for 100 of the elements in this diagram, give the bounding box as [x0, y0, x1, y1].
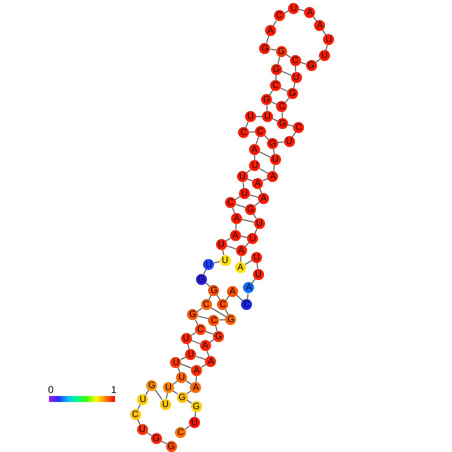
- nucleotide-circle: C: [241, 298, 252, 310]
- connector-line: [180, 364, 192, 369]
- nucleotide-circle: C: [274, 10, 285, 22]
- connector-line: [294, 66, 296, 72]
- nucleotide-circle: A: [252, 178, 264, 189]
- connector-line: [266, 104, 268, 112]
- nucleotide-circle: U: [160, 398, 171, 410]
- nucleotide-circle: A: [230, 230, 241, 240]
- connector-line: [196, 308, 202, 312]
- nucleotide-circle: G: [190, 400, 202, 412]
- connector-line: [218, 319, 226, 320]
- nucleotide-circle: C: [290, 55, 301, 66]
- nucleotide-circle: U: [252, 268, 264, 280]
- nucleotide-circle: A: [191, 364, 202, 376]
- nucleotide-circle: G: [267, 138, 278, 149]
- nucleotide-circle: G: [196, 274, 207, 285]
- scale-label: 1: [111, 386, 117, 396]
- connector-line: [284, 97, 290, 103]
- nucleotide-circle: A: [231, 212, 242, 224]
- nucleotide-circle: U: [290, 72, 302, 83]
- nucleotide-circle: U: [247, 233, 258, 244]
- connector-line: [249, 194, 259, 198]
- connector-line: [215, 324, 218, 332]
- connector-line: [184, 425, 190, 430]
- nucleotide-circle: C: [175, 426, 186, 438]
- nucleotide-circle: A: [226, 286, 238, 297]
- nucleotide-circle: C: [200, 299, 212, 310]
- nucleotide-circle: A: [236, 245, 247, 256]
- connector-line: [270, 48, 276, 51]
- connector-line: [277, 56, 280, 64]
- nucleotide-circle: G: [225, 314, 236, 326]
- connector-line: [242, 219, 254, 223]
- nucleotide-circle: G: [150, 433, 162, 444]
- connector-line: [235, 204, 246, 208]
- nucleotide-circle: C: [276, 101, 288, 112]
- connector-line: [248, 131, 256, 133]
- connector-line: [264, 135, 269, 140]
- nucleotide-circle: G: [276, 46, 287, 57]
- connector-line: [190, 340, 200, 344]
- connector-line: [137, 404, 141, 410]
- nucleotide-circle: C: [194, 324, 206, 336]
- nucleotide-circle: U: [284, 136, 295, 147]
- connector-line: [256, 136, 260, 144]
- connector-line: [198, 316, 210, 320]
- connector-line: [194, 319, 198, 326]
- connector-line: [235, 223, 237, 230]
- nucleotide-circle: G: [213, 330, 224, 342]
- connector-line: [232, 207, 236, 214]
- nucleotide-circle: G: [208, 284, 220, 296]
- nucleotide-circle: U: [170, 356, 182, 368]
- connector-line: [234, 196, 240, 200]
- connector-line: [242, 182, 244, 188]
- connector-line: [278, 141, 284, 144]
- nucleotide-circle: U: [249, 160, 260, 172]
- nucleotide-circle: A: [243, 282, 254, 294]
- nucleotide-circle: U: [239, 188, 250, 199]
- nucleotide-circle: G: [259, 42, 270, 54]
- connector-line: [259, 168, 269, 174]
- nucleotide-circle: U: [270, 154, 281, 166]
- nucleotide-circle: U: [176, 372, 188, 384]
- nucleotide-circle: A: [304, 6, 316, 18]
- connector-line: [206, 350, 210, 357]
- connector-line: [226, 245, 236, 250]
- connector-line: [281, 70, 292, 76]
- nucleotide-circle: U: [323, 34, 334, 46]
- nucleotide-circle: U: [254, 218, 265, 229]
- nucleotide-circle: C: [270, 80, 282, 92]
- nucleotide-circle: A: [205, 356, 216, 367]
- nucleotide-circle: U: [185, 348, 196, 360]
- nucleotide-circle: A: [267, 170, 278, 182]
- connector-line: [325, 44, 328, 52]
- nucleotide-circle: C: [130, 408, 141, 420]
- nucleotide-circle: U: [244, 111, 256, 122]
- nucleotide-circle: C: [293, 122, 304, 134]
- connector-line: [258, 151, 271, 158]
- connector-line: [275, 74, 277, 81]
- nucleotide-circle: A: [200, 340, 211, 352]
- connector-line: [225, 309, 229, 316]
- nucleotide-circle: U: [203, 258, 214, 270]
- nucleotide-circle: A: [248, 144, 260, 155]
- nucleotide-circle: G: [187, 309, 198, 320]
- nucleotide-circle: G: [244, 204, 256, 215]
- nucleotide-circle: G: [146, 380, 158, 391]
- connector-line: [210, 307, 227, 318]
- nucleotide-circle: G: [261, 94, 272, 106]
- connector-line: [240, 256, 242, 262]
- nucleotide-circle: C: [238, 126, 250, 138]
- nucleotide-circle: U: [188, 417, 200, 428]
- connector-line: [187, 343, 190, 350]
- nucleotide-circle: G: [306, 60, 317, 72]
- nucleotide-circle: C: [254, 126, 266, 138]
- connector-line: [282, 112, 283, 118]
- nucleotide-circle: C: [208, 314, 220, 326]
- nucleotide-circle: G: [166, 440, 177, 452]
- nucleotide-circle: G: [287, 88, 298, 100]
- nucleotide-circle: U: [180, 332, 192, 344]
- connector-line: [256, 262, 258, 270]
- connector-line: [300, 62, 306, 65]
- nucleotide-circle: A: [314, 20, 326, 32]
- connector-line: [205, 331, 214, 335]
